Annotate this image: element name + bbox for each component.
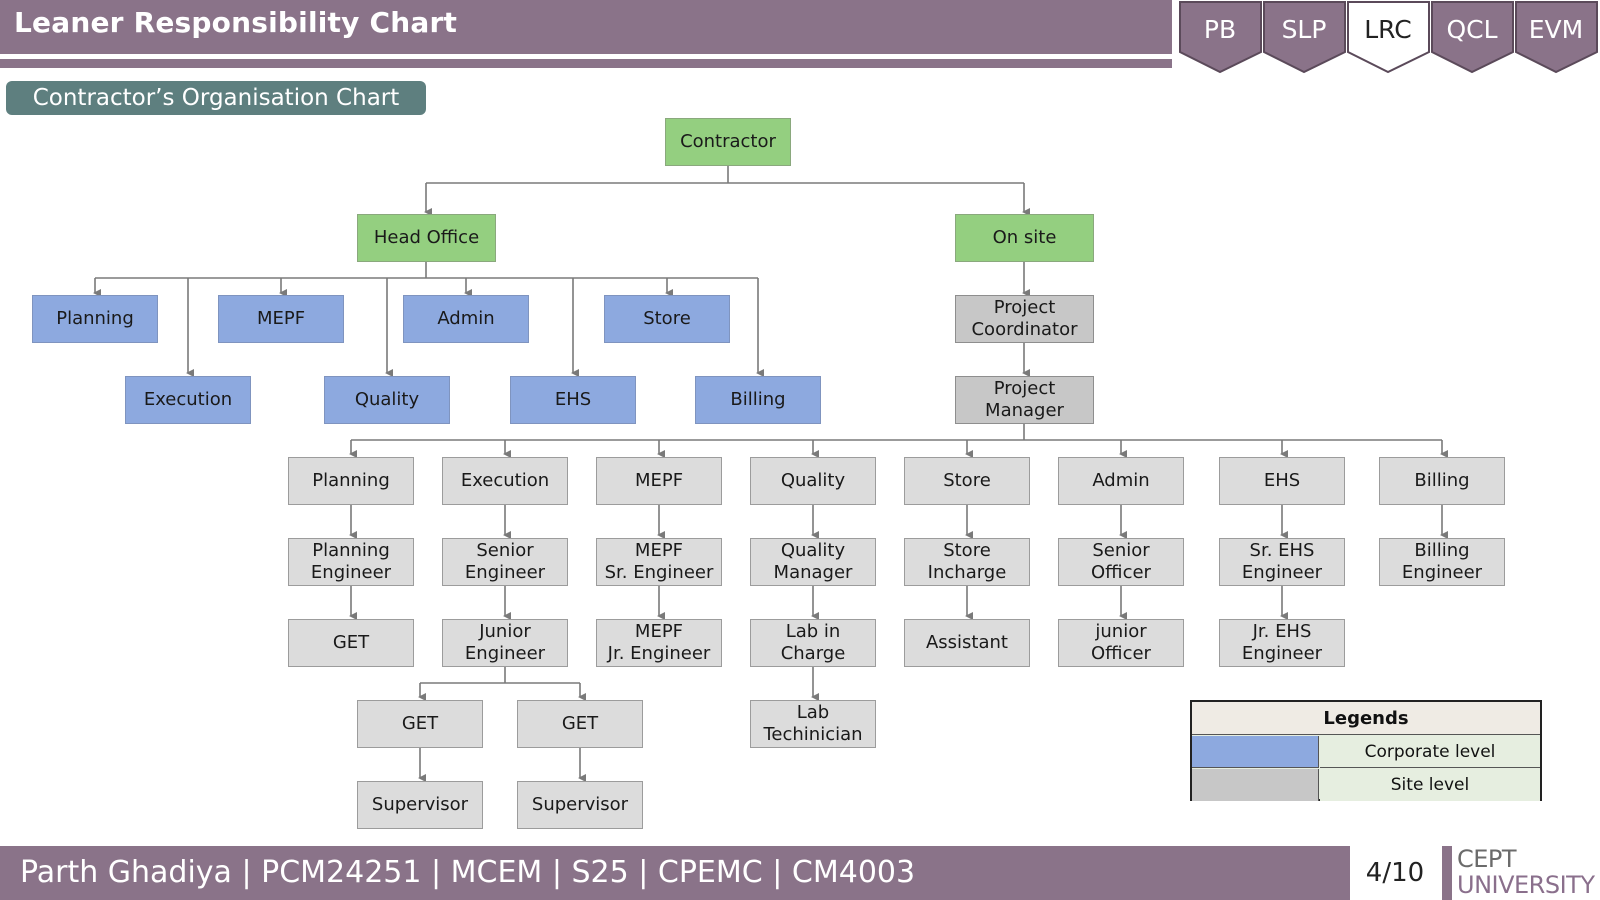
ho-dept-mepf: MEPF [218, 295, 344, 343]
tab-qcl[interactable]: QCL [1431, 1, 1514, 74]
node-project-coordinator: Project Coordinator [955, 295, 1094, 343]
role-supervisor-2: Supervisor [517, 781, 643, 829]
role-jr-ehs-engineer: Jr. EHS Engineer [1219, 619, 1345, 667]
site-dept-admin: Admin [1058, 457, 1184, 505]
role-senior-officer: Senior Officer [1058, 538, 1184, 586]
footer-author-info: Parth Ghadiya | PCM24251 | MCEM | S25 | … [20, 855, 916, 890]
page-number: 4/10 [1365, 858, 1425, 888]
role-senior-engineer: Senior Engineer [442, 538, 568, 586]
tab-slp[interactable]: SLP [1263, 1, 1346, 74]
role-mepf-sr-engineer: MEPF Sr. Engineer [596, 538, 722, 586]
node-head-office: Head Office [357, 214, 496, 262]
role-quality-manager: Quality Manager [750, 538, 876, 586]
logo-text-cept: CEPT [1457, 845, 1517, 873]
role-store-assistant: Assistant [904, 619, 1030, 667]
role-supervisor-1: Supervisor [357, 781, 483, 829]
legend-title: Legends [1192, 702, 1540, 735]
legend: Legends Corporate level Site level [1190, 700, 1542, 801]
role-sr-ehs-engineer: Sr. EHS Engineer [1219, 538, 1345, 586]
role-mepf-jr-engineer: MEPF Jr. Engineer [596, 619, 722, 667]
site-dept-ehs: EHS [1219, 457, 1345, 505]
role-lab-in-charge: Lab in Charge [750, 619, 876, 667]
tab-lrc[interactable]: LRC [1347, 1, 1430, 74]
role-junior-engineer: Junior Engineer [442, 619, 568, 667]
role-execution-get-2: GET [517, 700, 643, 748]
title-bar [0, 0, 1172, 54]
footer-bar [0, 846, 1350, 900]
logo-text-university: UNIVERSITY [1457, 871, 1595, 899]
section-tabs: PB SLP LRC QCL EVM [1179, 1, 1598, 74]
title-underline [0, 59, 1172, 68]
node-contractor: Contractor [665, 118, 791, 166]
ho-dept-planning: Planning [32, 295, 158, 343]
site-dept-mepf: MEPF [596, 457, 722, 505]
logo-divider [1442, 846, 1452, 900]
legend-label-corporate: Corporate level [1320, 736, 1540, 768]
ho-dept-ehs: EHS [510, 376, 636, 424]
page-title: Leaner Responsibility Chart [14, 6, 458, 39]
node-project-manager: Project Manager [955, 376, 1094, 424]
tab-evm[interactable]: EVM [1515, 1, 1598, 74]
tab-qcl-label: QCL [1446, 15, 1497, 44]
legend-swatch-site [1192, 769, 1319, 801]
ho-dept-admin: Admin [403, 295, 529, 343]
tab-slp-label: SLP [1282, 15, 1327, 44]
tab-pb-label: PB [1204, 15, 1236, 44]
legend-swatch-corporate [1192, 736, 1319, 768]
tab-lrc-label: LRC [1364, 15, 1412, 44]
site-dept-billing: Billing [1379, 457, 1505, 505]
role-planning-engineer: Planning Engineer [288, 538, 414, 586]
role-lab-technician: Lab Techinician [750, 700, 876, 748]
cept-university-logo: CEPT UNIVERSITY [1457, 846, 1600, 900]
tab-pb[interactable]: PB [1179, 1, 1262, 74]
role-billing-engineer: Billing Engineer [1379, 538, 1505, 586]
role-store-incharge: Store Incharge [904, 538, 1030, 586]
role-planning-get: GET [288, 619, 414, 667]
ho-dept-quality: Quality [324, 376, 450, 424]
role-execution-get-1: GET [357, 700, 483, 748]
site-dept-planning: Planning [288, 457, 414, 505]
ho-dept-store: Store [604, 295, 730, 343]
node-on-site: On site [955, 214, 1094, 262]
site-dept-store: Store [904, 457, 1030, 505]
role-junior-officer: junior Officer [1058, 619, 1184, 667]
ho-dept-billing: Billing [695, 376, 821, 424]
tab-evm-label: EVM [1529, 15, 1583, 44]
site-dept-quality: Quality [750, 457, 876, 505]
ho-dept-execution: Execution [125, 376, 251, 424]
site-dept-execution: Execution [442, 457, 568, 505]
section-subtitle: Contractor’s Organisation Chart [6, 81, 426, 115]
legend-label-site: Site level [1320, 769, 1540, 801]
